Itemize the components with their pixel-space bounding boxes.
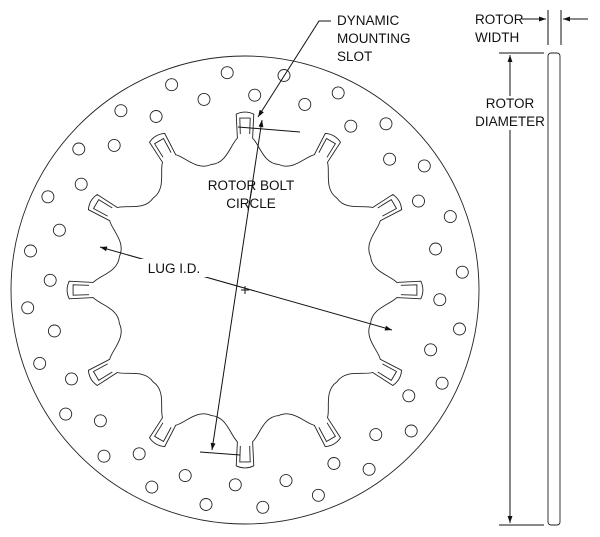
lug-label-bg (138, 259, 210, 277)
drilled-hole (93, 414, 107, 428)
label-rotor-diameter-1: ROTOR (486, 96, 535, 111)
label-lug-id: LUG I.D. (148, 261, 201, 276)
drilled-hole (52, 223, 66, 237)
mounting-slots (72, 117, 418, 463)
drilled-hole (412, 194, 425, 208)
drilled-hole (197, 92, 211, 106)
drilled-hole (344, 119, 358, 133)
drilled-hole (455, 265, 469, 279)
slot-outline (72, 284, 90, 296)
drilled-hole (65, 372, 78, 386)
drilled-hole (298, 97, 312, 111)
bolt-circle-bottom-mark (199, 451, 241, 456)
slot-outline (92, 198, 113, 217)
slot-outline (377, 363, 398, 382)
label-rotor-width-1: ROTOR (475, 12, 524, 27)
rotor-outer-edge (10, 55, 480, 525)
slot-outline (318, 422, 337, 443)
label-dynamic: DYNAMIC (337, 13, 400, 28)
dynamic-slot-leader (257, 20, 331, 118)
slot-outline (318, 137, 337, 158)
slot-outline (400, 284, 418, 296)
drilled-hole (24, 244, 37, 258)
drilled-hole (114, 104, 128, 118)
label-rotor-width-2: WIDTH (475, 30, 519, 45)
slot-outline (153, 422, 172, 443)
drilled-hole (402, 389, 416, 403)
drilled-hole (47, 324, 61, 338)
drilled-hole (97, 449, 111, 463)
drilled-hole (277, 69, 291, 82)
rotor-side-view (547, 52, 561, 526)
drilled-hole (59, 407, 73, 421)
drilled-hole (433, 293, 447, 307)
bolt-circle-leader (247, 182, 254, 211)
drilled-hole (331, 86, 345, 100)
drilled-hole (256, 500, 270, 514)
drilled-hole (404, 424, 418, 438)
drilled-hole (145, 480, 159, 494)
drilled-hole (248, 88, 262, 102)
drilled-hole (327, 457, 341, 470)
drilled-hole (424, 343, 438, 357)
drilled-hole (429, 242, 443, 256)
slot-outline (239, 117, 251, 135)
drilled-hole (220, 66, 234, 80)
label-rotor-diameter-2: DIAMETER (475, 114, 545, 129)
drilled-hole (107, 138, 121, 152)
drilled-hole (165, 78, 179, 92)
slot-outline (377, 198, 398, 217)
drilled-hole (21, 301, 35, 315)
label-circle: CIRCLE (226, 196, 276, 211)
drilled-hole (72, 142, 86, 156)
drilled-hole (74, 177, 88, 191)
slot-outline (239, 445, 251, 463)
drilled-hole (33, 356, 47, 370)
drilled-hole (178, 469, 192, 483)
bolt-circle-dimension-line (210, 119, 264, 451)
drilled-hole (379, 117, 393, 131)
label-rotor-bolt: ROTOR BOLT (208, 178, 295, 193)
drilled-hole (279, 474, 293, 488)
drilled-hole (453, 322, 466, 336)
drilled-hole (383, 152, 397, 166)
drilled-hole (41, 190, 55, 204)
center-mark (241, 286, 249, 294)
drilled-hole (435, 376, 449, 390)
slot-outline (92, 363, 113, 382)
bolt-circle-top-mark (237, 126, 301, 133)
drilled-holes (21, 66, 469, 514)
drilled-hole (43, 273, 57, 287)
drilled-hole (149, 110, 163, 123)
drilled-hole (443, 210, 457, 224)
drilled-hole (362, 462, 376, 476)
drilled-hole (417, 159, 431, 173)
drilled-hole (228, 478, 242, 492)
drilled-hole (132, 447, 146, 461)
slot-outline (153, 137, 172, 158)
drilled-hole (369, 428, 383, 442)
label-mounting: MOUNTING (337, 31, 411, 46)
label-slot: SLOT (337, 49, 372, 64)
drilled-hole (311, 488, 325, 502)
drilled-hole (199, 498, 213, 511)
